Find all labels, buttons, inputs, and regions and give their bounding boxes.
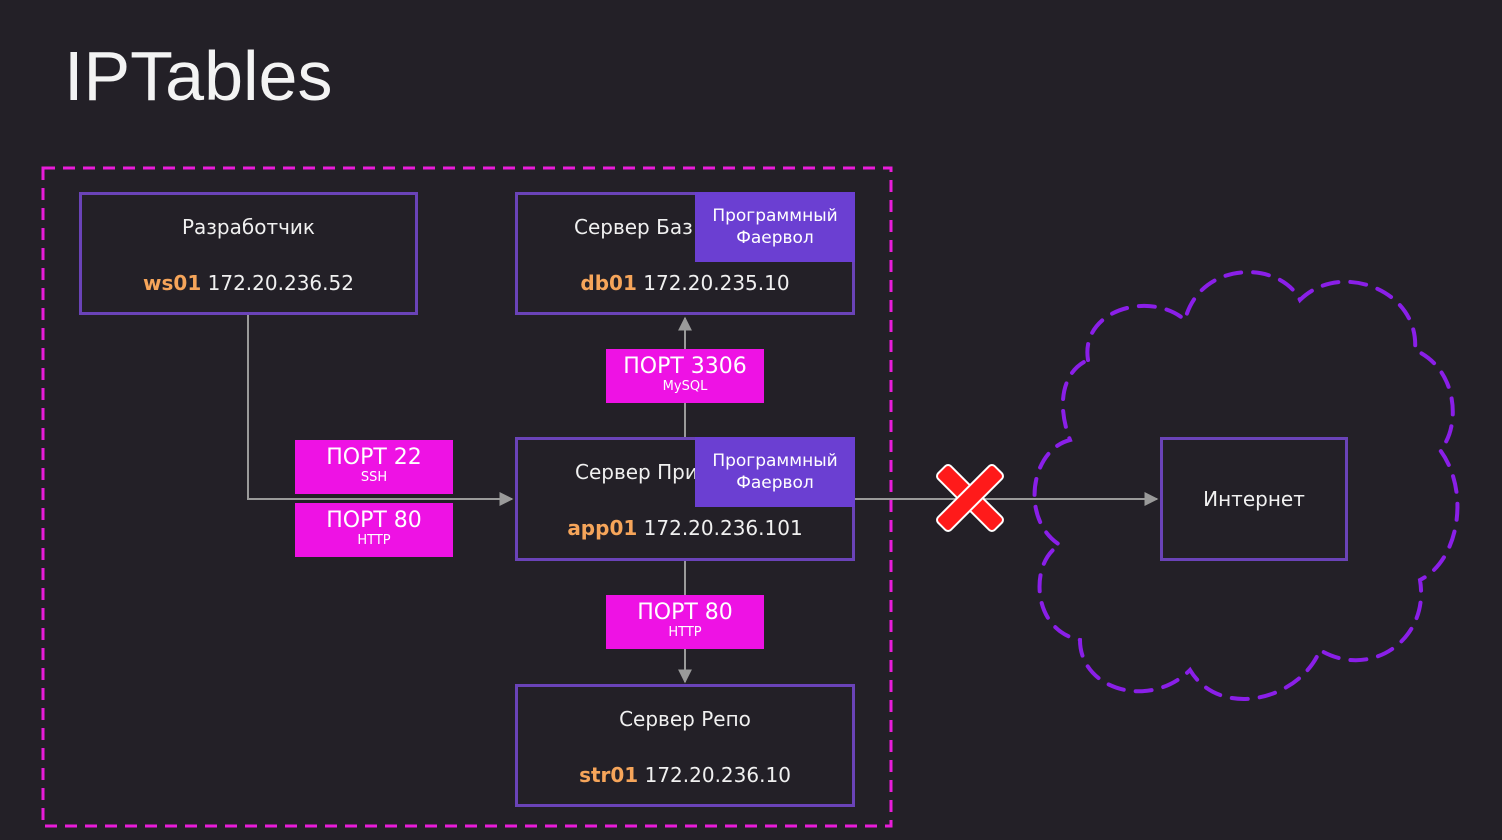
node-internet-name: Интернет (1203, 487, 1305, 511)
firewall-app-line1: Программный (712, 451, 838, 471)
firewall-db-line2: Фаервол (736, 228, 814, 248)
firewall-app-line2: Фаервол (736, 473, 814, 493)
port-ssh-protocol: SSH (360, 470, 388, 485)
node-app-server: Сервер При app01 172.20.236.101 Программ… (515, 437, 855, 561)
node-developer-ip: 172.20.236.52 (207, 271, 354, 295)
node-repo-ip: 172.20.236.10 (644, 763, 791, 787)
node-repo-address: str01 172.20.236.10 (518, 763, 852, 787)
port-label-http-app: ПОРТ 80 HTTP (295, 503, 453, 557)
node-repo-server: Сервер Репо str01 172.20.236.10 (515, 684, 855, 807)
port-http-repo-protocol: HTTP (668, 625, 702, 640)
link-dev-app (247, 314, 514, 506)
cross-icon (936, 464, 1004, 532)
node-db-ip: 172.20.235.10 (643, 271, 790, 295)
port-mysql-number: ПОРТ 3306 (623, 354, 747, 379)
port-label-ssh: ПОРТ 22 SSH (295, 440, 453, 494)
node-internet: Интернет (1160, 437, 1348, 561)
node-developer-name: Разработчик (181, 215, 316, 239)
node-db-host: db01 (580, 271, 637, 295)
node-developer-host: ws01 (143, 271, 202, 295)
port-ssh-number: ПОРТ 22 (326, 445, 422, 470)
node-app-name: Сервер При (575, 460, 698, 484)
node-db-server: Сервер Баз db01 172.20.235.10 Программны… (515, 192, 855, 315)
port-mysql-protocol: MySQL (662, 379, 708, 394)
local-network-boundary (41, 166, 893, 828)
port-http-app-number: ПОРТ 80 (326, 508, 422, 533)
node-repo-host: str01 (579, 763, 639, 787)
firewall-db-line1: Программный (712, 206, 838, 226)
port-label-http-repo: ПОРТ 80 HTTP (606, 595, 764, 649)
port-http-app-protocol: HTTP (357, 533, 391, 548)
cloud-icon (1032, 270, 1460, 701)
node-repo-name: Сервер Репо (619, 707, 751, 731)
node-developer-address: ws01 172.20.236.52 (82, 271, 415, 295)
port-http-repo-number: ПОРТ 80 (637, 600, 733, 625)
page-title: IPTables (64, 37, 333, 115)
node-db-name: Сервер Баз (574, 215, 693, 239)
node-app-address: app01 172.20.236.101 (518, 516, 852, 540)
node-developer: Разработчик ws01 172.20.236.52 (79, 192, 418, 315)
port-label-mysql: ПОРТ 3306 MySQL (606, 349, 764, 403)
node-app-ip: 172.20.236.101 (643, 516, 803, 540)
node-app-host: app01 (567, 516, 638, 540)
node-db-address: db01 172.20.235.10 (518, 271, 852, 295)
firewall-badge-app: Программный Фаервол (695, 437, 855, 507)
firewall-badge-db: Программный Фаервол (695, 192, 855, 262)
